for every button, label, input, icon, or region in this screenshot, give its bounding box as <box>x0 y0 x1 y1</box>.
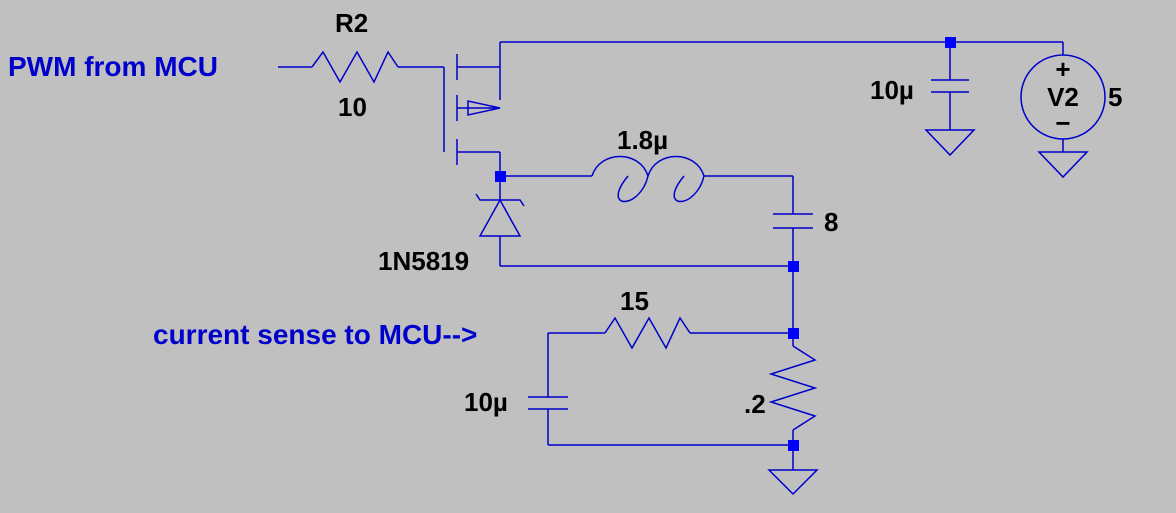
sense-resistor-value: .2 <box>744 389 766 419</box>
filter-capacitor-symbol <box>528 396 568 410</box>
voltage-source-value: 5 <box>1108 82 1122 112</box>
voltage-source-symbol <box>1020 54 1106 140</box>
diode-symbol <box>475 193 525 237</box>
supply-capacitor-symbol <box>931 79 969 93</box>
filter-capacitor-value: 10µ <box>464 387 508 417</box>
sense-resistor-symbol <box>768 345 818 431</box>
net-label-pwm: PWM from MCU <box>8 51 218 82</box>
voltage-source-minus: − <box>1055 108 1070 138</box>
series-capacitor-value: 8 <box>824 207 838 237</box>
series-capacitor-symbol <box>773 213 813 229</box>
ground-symbol-source <box>1037 151 1089 179</box>
supply-capacitor-value: 10µ <box>870 75 914 105</box>
junction-dots <box>495 37 956 451</box>
wires <box>278 41 1064 470</box>
inductor-symbol <box>591 155 705 203</box>
ground-symbol-sense <box>767 469 819 496</box>
voltage-source-plus: + <box>1055 54 1070 84</box>
filter-resistor-value: 15 <box>620 286 649 316</box>
gate-resistor-symbol <box>311 50 399 84</box>
diode-part-number: 1N5819 <box>378 246 469 276</box>
gate-resistor-name: R2 <box>335 8 368 38</box>
inductor-value: 1.8µ <box>617 125 668 155</box>
net-label-current-sense: current sense to MCU--> <box>153 319 477 350</box>
mosfet-symbol <box>456 54 501 165</box>
gate-resistor-value: 10 <box>338 92 367 122</box>
ground-symbol-supply-cap <box>924 129 976 157</box>
filter-resistor-symbol <box>604 316 691 350</box>
voltage-source-name: V2 <box>1047 82 1079 112</box>
